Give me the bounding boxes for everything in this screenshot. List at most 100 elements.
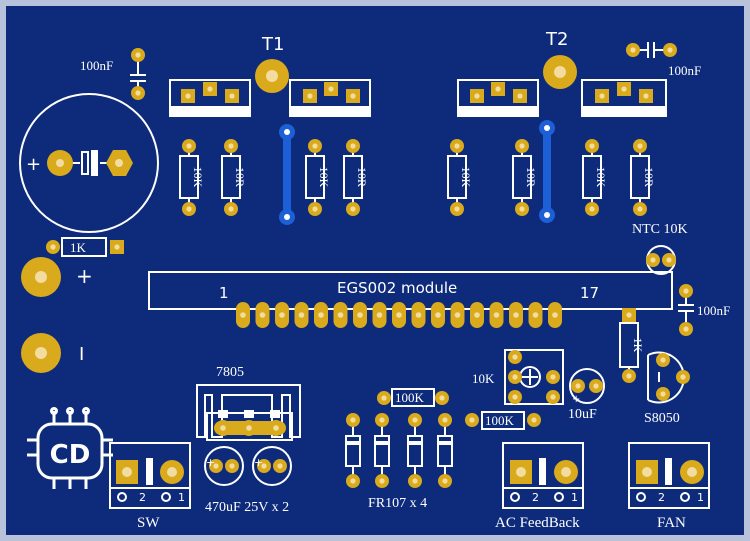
header-pin: [411, 302, 426, 328]
r10r-3-label: 10R: [524, 167, 538, 187]
t2-label: T2: [545, 29, 568, 50]
r100k-lower-label: 100K: [485, 413, 515, 428]
header-pin: [392, 302, 406, 328]
header-pin: [489, 302, 504, 328]
t1-label: T1: [261, 34, 284, 55]
resistor-1k-left: 1K: [46, 237, 124, 257]
electrolytic-capacitor-large: +: [19, 93, 159, 233]
module-header-pins: [236, 302, 562, 328]
ntc-thermistor: NTC 10K: [632, 222, 688, 275]
resistor-10k-2: 10K: [305, 139, 331, 216]
terminal-fan: 2 1 FAN: [628, 442, 710, 531]
header-pin: [528, 302, 543, 328]
r10r-2-label: 10R: [355, 167, 369, 187]
r1k-left-label: 1K: [70, 240, 87, 255]
module-pin-first-label: 1: [219, 284, 229, 302]
transistor-s8050: S8050: [644, 351, 690, 426]
r100k-upper-label: 100K: [395, 390, 425, 405]
terminal-fan-label: FAN: [657, 515, 686, 531]
sw-pin1: 1: [178, 491, 185, 504]
dc-minus-label: I: [79, 344, 84, 365]
gate-resistors: 10K 10R 10K 10R 10K: [179, 139, 656, 216]
r10k-1-label: 10K: [191, 167, 205, 188]
copper-traces: [279, 120, 555, 225]
header-pin: [450, 302, 465, 328]
resistor-10k-3: 10K: [447, 139, 473, 216]
capacitor-100nf-top-left: 100nF: [80, 48, 146, 100]
cap470-1-plus: +: [206, 456, 215, 469]
resistor-100k-lower: 100K: [465, 411, 541, 430]
logo-text: CD: [50, 440, 91, 470]
r10k-4-label: 10K: [594, 167, 608, 188]
cap-plus-sign: +: [26, 154, 41, 175]
diode: [374, 413, 390, 488]
header-pin: [236, 302, 250, 328]
r10r-4-label: 10R: [642, 167, 656, 187]
mosfet-t1-group: T1: [169, 34, 371, 117]
resistor-10k-1: 10K: [179, 139, 205, 216]
ac-pin1: 1: [571, 491, 578, 504]
diodes-fr107: FR107 x 4: [345, 413, 453, 511]
regulator-7805: 7805: [196, 365, 301, 441]
header-pin: [372, 302, 387, 328]
dc-input-terminal: + I: [21, 257, 93, 373]
cap-470-label: 470uF 25V x 2: [205, 500, 289, 515]
diodes-label: FR107 x 4: [368, 496, 427, 511]
cap-label-top-left: 100nF: [80, 58, 113, 73]
module-pin-last-label: 17: [580, 284, 599, 302]
header-pin: [255, 302, 270, 328]
cd-logo: CD: [27, 407, 113, 489]
header-pin: [509, 302, 523, 328]
terminal-sw-label: SW: [137, 515, 160, 531]
header-pin: [294, 302, 309, 328]
resistor-10r-2: 10R: [343, 139, 369, 216]
resistor-1k-right: 1K: [619, 308, 645, 383]
diode: [345, 413, 361, 488]
r10r-1-label: 10R: [233, 167, 247, 187]
header-pin: [275, 302, 289, 328]
cap-label-right: 100nF: [697, 303, 730, 318]
resistor-10r-3: 10R: [512, 139, 538, 216]
r10k-2-label: 10K: [317, 167, 331, 188]
resistor-10r-1: 10R: [221, 139, 247, 216]
capacitor-100nf-top-right: 100nF: [626, 42, 701, 78]
resistor-10k-4: 10K: [582, 139, 608, 216]
fan-pin1: 1: [697, 491, 704, 504]
potentiometer-10k: 10K: [472, 349, 564, 405]
resistor-10r-4: 10R: [630, 139, 656, 216]
diode: [437, 413, 453, 488]
cap-10uf-label: 10uF: [568, 407, 597, 422]
header-pin: [333, 302, 348, 328]
capacitor-100nf-right: 100nF: [678, 284, 730, 336]
cap10uf-plus: +: [572, 394, 580, 405]
terminal-ac-feedback: 2 1 AC FeedBack: [495, 442, 584, 531]
r1k-right-label: 1K: [631, 338, 645, 353]
pot-label: 10K: [472, 371, 495, 386]
r10k-3-label: 10K: [459, 167, 473, 188]
diode: [407, 413, 423, 488]
fan-pin2: 2: [658, 491, 665, 504]
mosfet-t2-group: T2: [457, 29, 667, 117]
header-pin: [314, 302, 328, 328]
header-pin: [548, 302, 562, 328]
terminal-sw: 2 1 SW: [109, 442, 191, 531]
capacitor-10uf: + 10uF: [568, 368, 605, 422]
header-pin: [353, 302, 367, 328]
ac-pin2: 2: [532, 491, 539, 504]
dc-plus-label: +: [76, 264, 93, 288]
resistor-100k-upper: 100K: [377, 388, 449, 407]
module-name-label: EGS002 module: [337, 279, 457, 297]
cap470-2-plus: +: [254, 456, 263, 469]
terminal-ac-feedback-label: AC FeedBack: [495, 515, 580, 531]
egs002-module: EGS002 module 1 17: [148, 271, 673, 328]
sw-pin2: 2: [139, 491, 146, 504]
transistor-label: S8050: [644, 411, 680, 426]
capacitors-470uf: + + 470uF 25V x 2: [204, 446, 292, 515]
ntc-label: NTC 10K: [632, 222, 688, 237]
header-pin: [470, 302, 484, 328]
regulator-label: 7805: [216, 365, 244, 380]
cap-label-top-right: 100nF: [668, 63, 701, 78]
header-pin: [431, 302, 445, 328]
